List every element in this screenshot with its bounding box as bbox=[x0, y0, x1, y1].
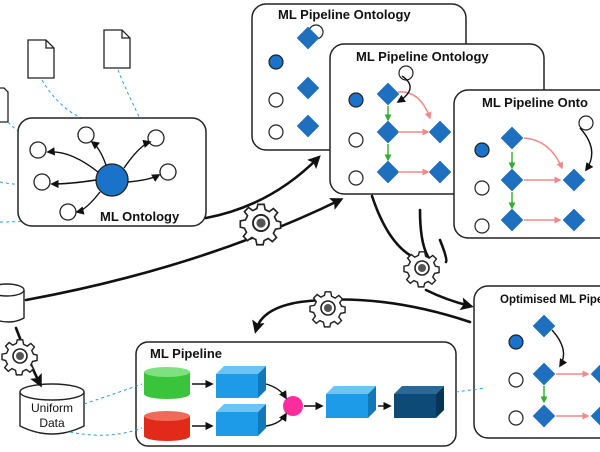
ontology-node bbox=[348, 170, 364, 186]
ontology-node bbox=[578, 115, 594, 131]
gear-icon bbox=[1, 338, 38, 376]
document-icon bbox=[103, 29, 131, 69]
diamond-icon bbox=[532, 314, 556, 338]
diamond-icon bbox=[532, 404, 556, 428]
cube-icon bbox=[394, 386, 444, 418]
ontology-node bbox=[77, 126, 95, 144]
pipeline-ontology-title-3: ML Pipeline Onto bbox=[482, 95, 588, 110]
diamond-icon bbox=[590, 362, 600, 386]
document-icon bbox=[0, 87, 9, 123]
ontology-node bbox=[508, 372, 524, 388]
ontology-node bbox=[348, 92, 364, 108]
uniform-data-label-2: Data bbox=[39, 416, 65, 430]
ontology-node bbox=[268, 54, 284, 70]
optimised-pipeline-title: Optimised ML Pipe bbox=[500, 294, 600, 306]
gear-icon bbox=[403, 251, 440, 288]
ml-ontology-box: ML Ontology bbox=[17, 117, 207, 227]
uniform-data-label-1: Uniform bbox=[31, 401, 73, 415]
document-icon bbox=[27, 39, 55, 79]
ml-pipeline-title: ML Pipeline bbox=[150, 346, 222, 361]
ontology-node bbox=[474, 218, 490, 234]
ontology-node bbox=[508, 334, 524, 350]
ontology-node bbox=[159, 163, 177, 181]
ml-ontology-label: ML Ontology bbox=[100, 209, 180, 224]
diamond-icon bbox=[296, 76, 320, 100]
central-concept-node bbox=[95, 163, 129, 197]
pipeline-ontology-title-2: ML Pipeline Ontology bbox=[356, 49, 489, 64]
cylinder-icon bbox=[144, 411, 190, 441]
pipeline-ontology-title-1: ML Pipeline Ontology bbox=[278, 7, 411, 22]
diamond-icon bbox=[376, 82, 400, 106]
cube-icon bbox=[216, 366, 266, 398]
optimised-pipeline-box: Optimised ML Pipe bbox=[473, 285, 600, 439]
ontology-node bbox=[33, 173, 51, 191]
cylinder-icon bbox=[144, 367, 190, 399]
cube-icon bbox=[326, 386, 376, 418]
diamond-icon bbox=[590, 404, 600, 428]
ontology-node bbox=[59, 203, 77, 221]
ontology-node bbox=[147, 129, 165, 147]
dash-links bbox=[69, 383, 487, 436]
ontology-node bbox=[508, 410, 524, 426]
ontology-node bbox=[268, 92, 284, 108]
ontology-node bbox=[474, 142, 490, 158]
database-icon bbox=[0, 283, 25, 323]
ontology-node bbox=[474, 180, 490, 196]
ontology-node bbox=[398, 65, 414, 81]
pipeline-ontology-box-3: ML Pipeline Onto bbox=[453, 89, 600, 239]
gear-icon bbox=[309, 290, 346, 328]
uniform-data-cylinder: Uniform Data bbox=[19, 383, 85, 435]
ml-pipeline-box: ML Pipeline bbox=[135, 341, 457, 447]
gear-icon bbox=[239, 203, 282, 246]
diamond-icon bbox=[532, 362, 556, 386]
merge-node bbox=[283, 396, 303, 416]
ontology-node bbox=[348, 132, 364, 148]
ontology-node bbox=[29, 141, 47, 159]
cube-icon bbox=[216, 404, 266, 436]
ontology-node bbox=[268, 124, 284, 140]
